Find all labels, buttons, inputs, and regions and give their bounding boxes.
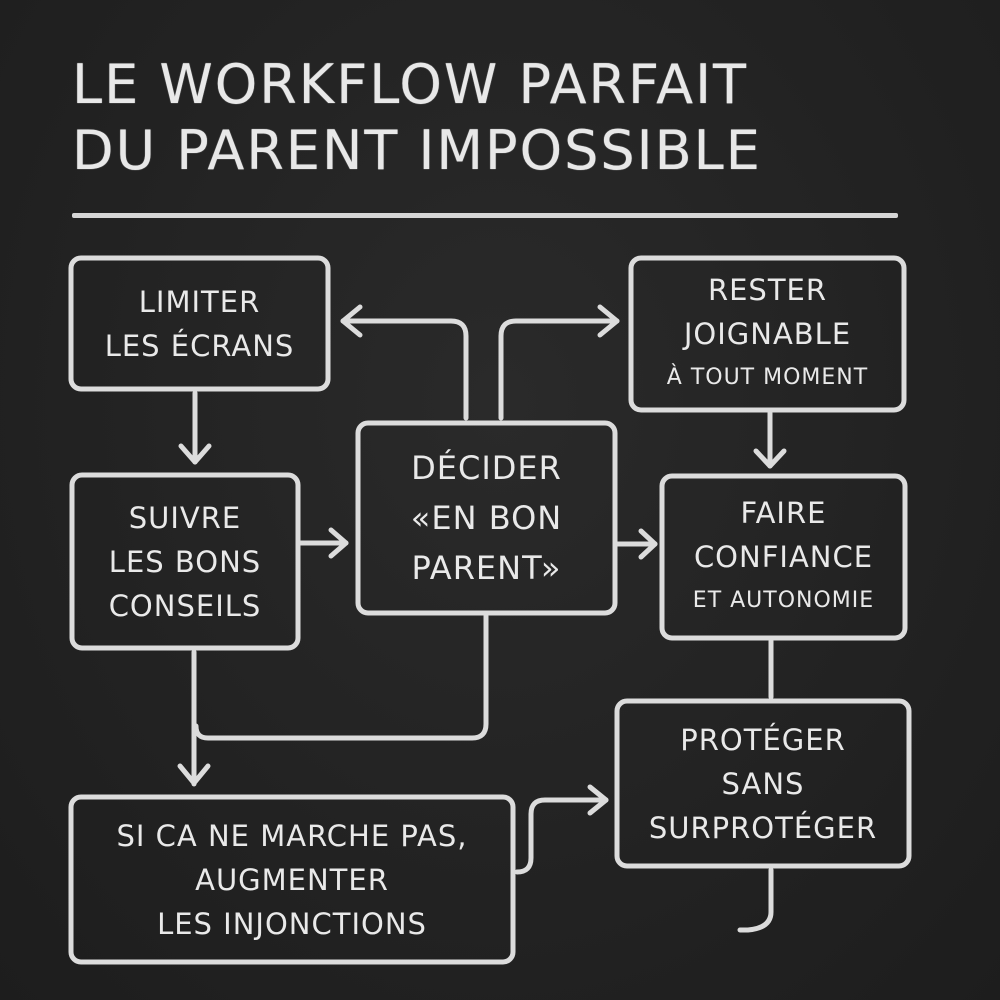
arrowhead-proteger bbox=[587, 784, 609, 816]
title-line-1: LE WORKFLOW PARFAIT bbox=[72, 53, 749, 116]
diagram-title: LE WORKFLOW PARFAIT DU PARENT IMPOSSIBLE bbox=[72, 52, 932, 184]
arrowhead-rester bbox=[597, 304, 620, 338]
box-suivre bbox=[69, 472, 301, 651]
node-suivre-les-bons-conseils: SUIVRE LES BONS CONSEILS bbox=[108, 500, 262, 623]
node-augmenter-les-injonctions: SI CA NE MARCHE PAS, AUGMENTER LES INJON… bbox=[116, 818, 468, 941]
box-rester bbox=[628, 255, 907, 413]
box-decider bbox=[355, 420, 618, 616]
node-faire-confiance: FAIRE CONFIANCE ET AUTONOMIE bbox=[692, 496, 875, 613]
arrowhead-decider bbox=[328, 527, 349, 559]
box-augmenter bbox=[68, 794, 516, 965]
box-faire bbox=[659, 473, 908, 641]
arrowhead-limiter bbox=[340, 304, 363, 338]
box-proteger bbox=[614, 698, 912, 869]
title-line-2: DU PARENT IMPOSSIBLE bbox=[72, 119, 762, 182]
node-decider-en-bon-parent: DÉCIDER «EN BON PARENT» bbox=[410, 449, 563, 587]
edge-augmenter-proteger bbox=[514, 797, 609, 875]
edge-decider-limiter bbox=[340, 318, 469, 421]
node-limiter-les-ecrans: LIMITER LES ÉCRANS bbox=[104, 284, 295, 363]
title-underline bbox=[72, 213, 898, 218]
arrowhead-faire-left bbox=[638, 528, 658, 560]
arrowhead-augmenter bbox=[177, 763, 211, 786]
edge-decider-rester bbox=[498, 318, 620, 421]
arrowhead-faire-top bbox=[753, 448, 787, 469]
node-rester-joignable: RESTER JOIGNABLE À TOUT MOMENT bbox=[666, 273, 869, 390]
arrowhead-suivre bbox=[178, 443, 212, 465]
edge-decider-merge bbox=[193, 613, 489, 741]
box-limiter bbox=[68, 255, 331, 392]
node-proteger-sans-surproteger: PROTÉGER SANS SURPROTÉGER bbox=[648, 722, 878, 845]
edge-proteger-tail bbox=[737, 867, 774, 933]
